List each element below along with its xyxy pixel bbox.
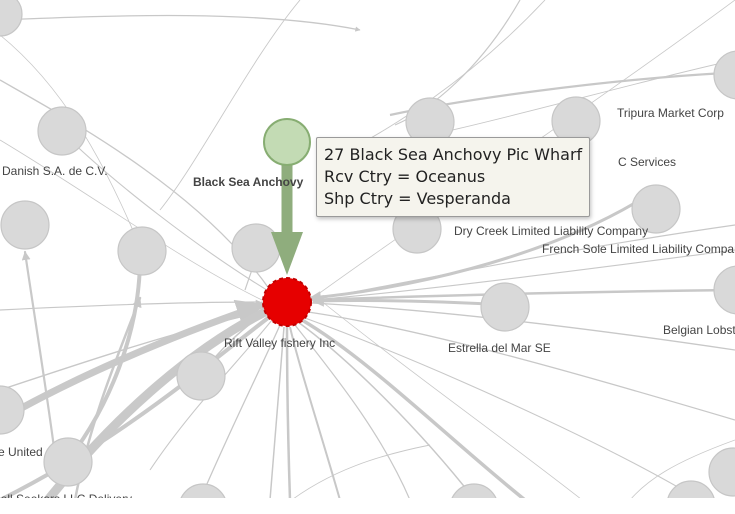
node[interactable]	[480, 282, 530, 332]
node-label-estrella: Estrella del Mar SE	[448, 341, 551, 355]
node[interactable]	[0, 200, 50, 250]
edge	[0, 299, 266, 424]
node-label-danish: Danish S.A. de C.V.	[2, 164, 108, 178]
focus-node[interactable]	[262, 277, 312, 327]
edge	[269, 326, 285, 501]
node[interactable]	[631, 184, 681, 234]
node[interactable]	[231, 223, 281, 273]
edge	[0, 316, 270, 502]
node-label-french-sole: French Sole Limited Liability Company	[542, 242, 735, 256]
node-label-rift-valley: Rift Valley fishery Inc	[224, 336, 335, 350]
node[interactable]	[713, 265, 735, 315]
node[interactable]	[37, 106, 87, 156]
node-label-united: e United	[0, 445, 43, 459]
edge	[0, 14, 361, 32]
edge	[199, 324, 281, 501]
source-node[interactable]	[263, 118, 311, 166]
node[interactable]	[0, 0, 23, 37]
node-label-belgian: Belgian Lobster	[663, 323, 735, 337]
node[interactable]	[117, 226, 167, 276]
edge	[311, 224, 735, 301]
edge	[289, 326, 341, 501]
edge	[304, 317, 701, 501]
node[interactable]	[708, 447, 735, 497]
edge	[285, 326, 292, 501]
edge	[159, 0, 301, 211]
node[interactable]	[713, 50, 735, 100]
node[interactable]	[0, 385, 25, 435]
tooltip-line-rcv-ctry: Rcv Ctry = Oceanus	[324, 167, 486, 186]
edge	[0, 299, 261, 311]
edge	[311, 249, 735, 301]
thick-edge-layer	[0, 250, 270, 514]
arrow-head-icon	[271, 232, 303, 275]
edge	[311, 294, 506, 307]
node[interactable]	[43, 437, 93, 487]
edge	[319, 299, 601, 514]
edge	[21, 250, 57, 457]
node-label-tripura: Tripura Market Corp	[617, 106, 724, 120]
edge	[307, 311, 735, 421]
node-tooltip: 27 Black Sea Anchovy Pic Wharf Rcv Ctry …	[316, 137, 591, 217]
edge	[59, 129, 276, 296]
edge	[301, 318, 527, 502]
node-label-c-services: C Services	[618, 155, 676, 169]
node-label-black-sea: Black Sea Anchovy	[193, 175, 304, 189]
tooltip-line-name: 27 Black Sea Anchovy Pic Wharf	[324, 145, 583, 164]
highlight-edge	[271, 165, 303, 275]
tooltip-line-shp-ctry: Shp Ctry = Vesperanda	[324, 189, 511, 208]
edge	[294, 324, 411, 501]
edge	[297, 321, 476, 501]
edge	[284, 444, 431, 506]
node-label-dry-creek: Dry Creek Limited Liability Company	[454, 224, 648, 238]
bottom-strip	[0, 498, 735, 514]
node[interactable]	[176, 351, 226, 401]
